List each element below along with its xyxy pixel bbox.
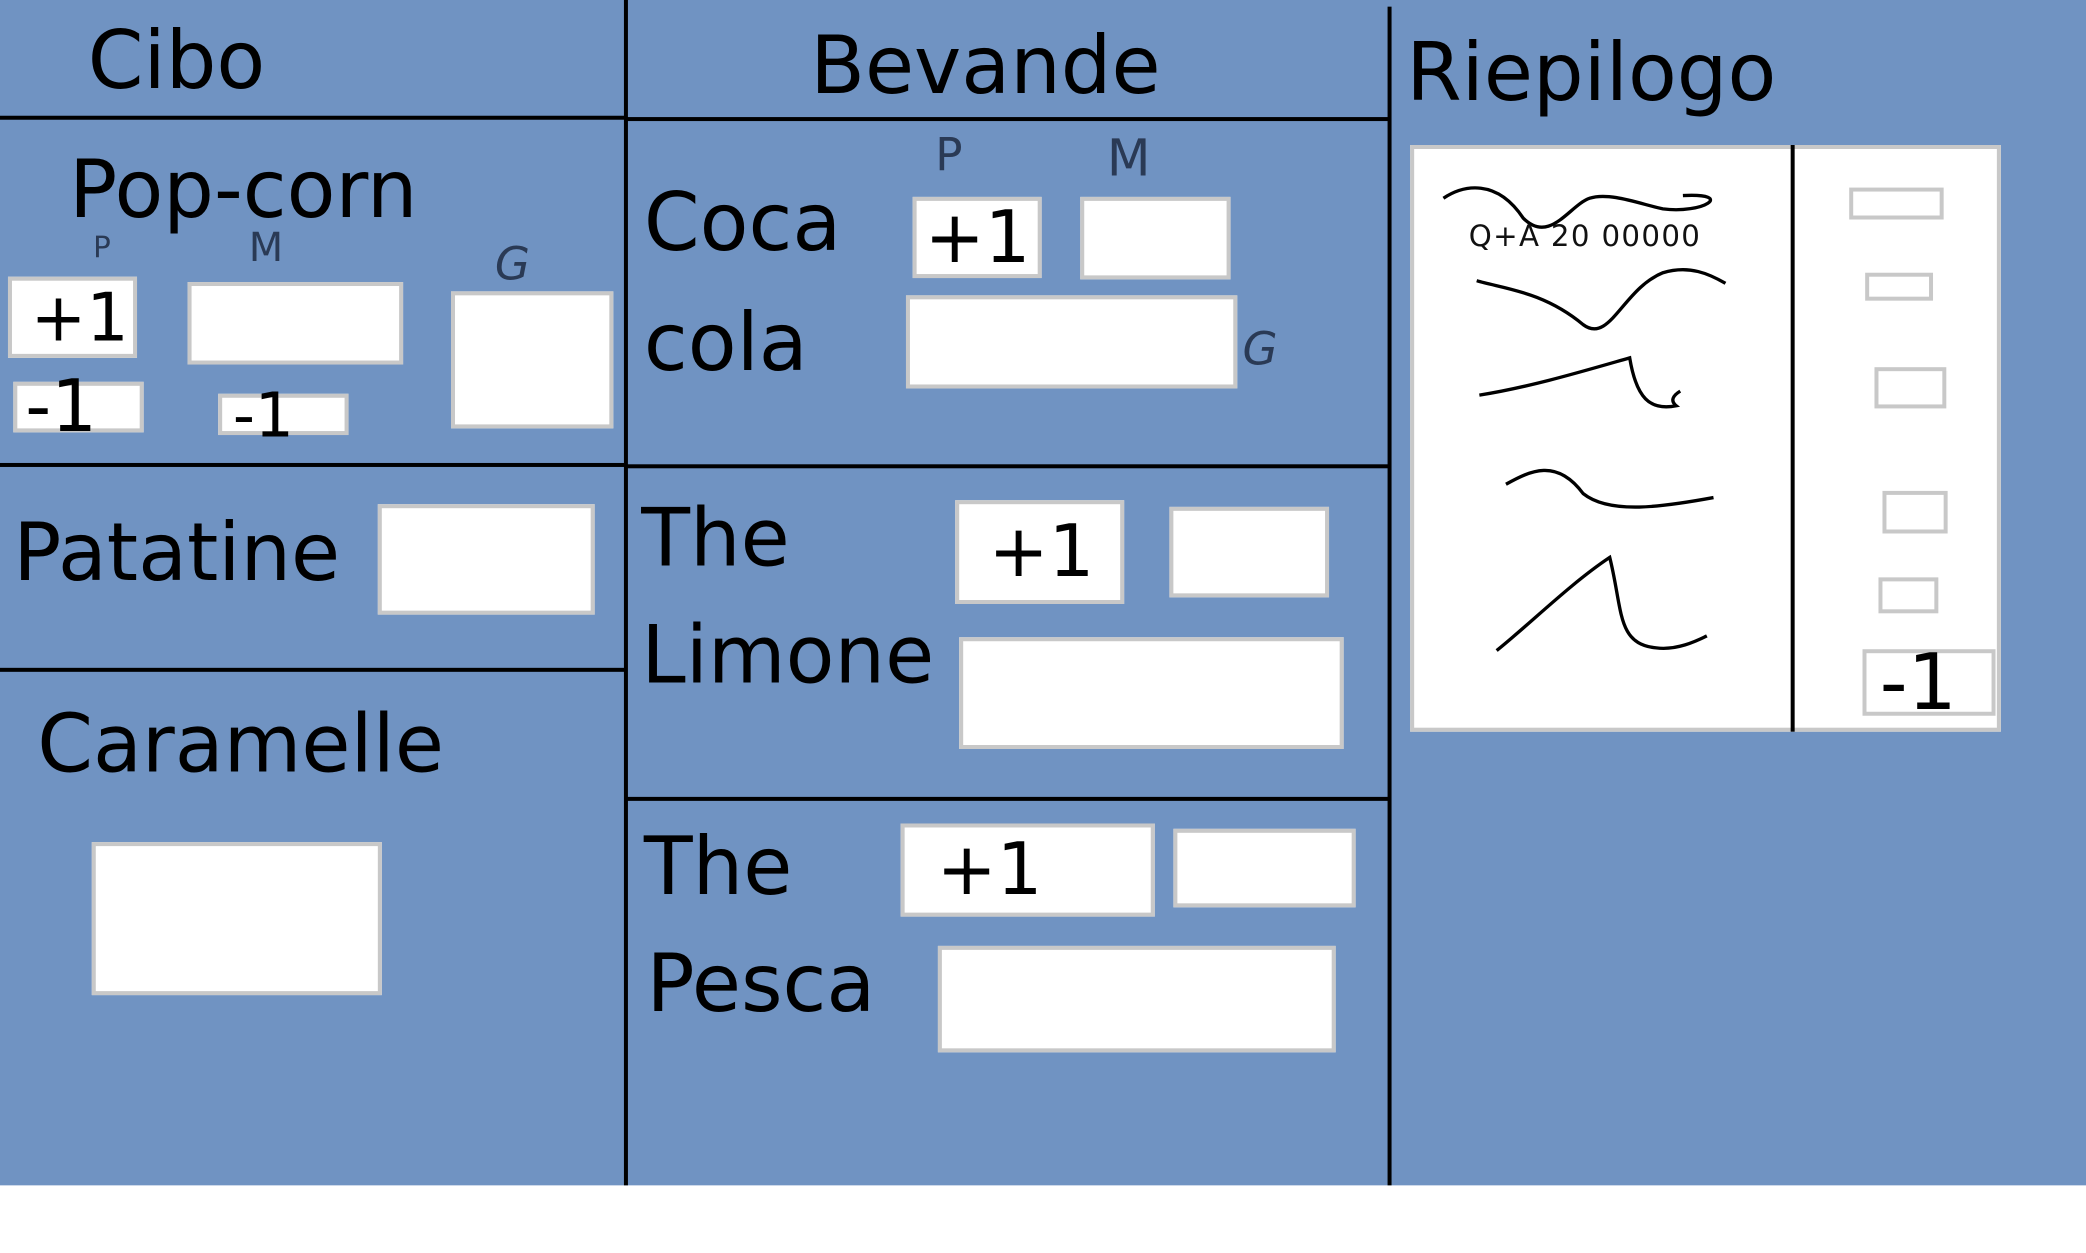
- summary-item-5-field[interactable]: [1878, 577, 1939, 614]
- coca-cola-size-m: M: [1106, 129, 1151, 188]
- popcorn-medium-minus-button[interactable]: -1: [218, 384, 349, 445]
- drinks-divider-2: [626, 796, 1389, 801]
- summary-item-2-field[interactable]: [1865, 272, 1934, 301]
- summary-list-divider: [1790, 145, 1795, 732]
- drinks-section-title: Bevande: [810, 19, 1161, 114]
- lemon-tea-label-line2: Limone: [641, 609, 935, 703]
- coca-cola-medium-field[interactable]: [1080, 196, 1231, 280]
- popcorn-size-g: G: [494, 238, 530, 292]
- lemon-tea-plus-button[interactable]: +1: [955, 500, 1125, 604]
- coca-cola-size-g: G: [1242, 323, 1278, 377]
- summary-list-note: Q+A 20 00000: [1468, 220, 1702, 255]
- popcorn-small-minus-button[interactable]: -1: [13, 371, 144, 442]
- popcorn-size-p: P: [93, 231, 111, 265]
- summary-handwritten-scribbles: [1442, 186, 1727, 652]
- summary-minus-button[interactable]: -1: [1862, 644, 1996, 721]
- peach-tea-label-line2: Pesca: [646, 937, 876, 1032]
- food-divider-1: [0, 462, 626, 467]
- peach-tea-large-field[interactable]: [937, 945, 1336, 1053]
- summary-item-1-field[interactable]: [1849, 187, 1944, 220]
- coca-cola-large-field[interactable]: [905, 295, 1238, 389]
- popcorn-label: Pop-corn: [69, 143, 418, 237]
- candy-field[interactable]: [91, 842, 382, 996]
- drinks-header-line: [626, 117, 1389, 122]
- peach-tea-medium-field[interactable]: [1173, 828, 1356, 908]
- popcorn-size-m: M: [248, 224, 284, 272]
- chips-label: Patatine: [13, 506, 341, 600]
- coca-cola-small-plus-button[interactable]: +1: [912, 196, 1042, 279]
- coca-cola-label-line2: cola: [643, 296, 808, 390]
- coca-cola-label-line1: Coca: [643, 176, 842, 271]
- lemon-tea-label-line1: The: [641, 492, 790, 586]
- food-divider-2: [0, 667, 626, 672]
- food-header-line: [0, 115, 626, 120]
- popcorn-small-plus-button[interactable]: +1: [7, 276, 138, 358]
- coca-cola-size-p: P: [935, 129, 963, 183]
- summary-list: [1410, 145, 2001, 732]
- divider-drinks-summary: [1387, 6, 1392, 1186]
- candy-label: Caramelle: [37, 698, 444, 792]
- popcorn-large-field[interactable]: [450, 291, 614, 429]
- food-section-title: Cibo: [87, 14, 266, 108]
- summary-item-4-field[interactable]: [1882, 490, 1948, 534]
- lemon-tea-medium-field[interactable]: [1169, 506, 1330, 598]
- drinks-divider-1: [626, 464, 1389, 469]
- summary-item-3-field[interactable]: [1874, 367, 1947, 409]
- summary-section-title: Riepilogo: [1406, 26, 1777, 120]
- peach-tea-plus-button[interactable]: +1: [900, 823, 1155, 917]
- chips-field[interactable]: [377, 504, 595, 615]
- lemon-tea-large-field[interactable]: [959, 637, 1344, 749]
- popcorn-medium-field[interactable]: [187, 282, 404, 365]
- peach-tea-label-line1: The: [643, 820, 793, 914]
- divider-food-drinks: [623, 0, 628, 1186]
